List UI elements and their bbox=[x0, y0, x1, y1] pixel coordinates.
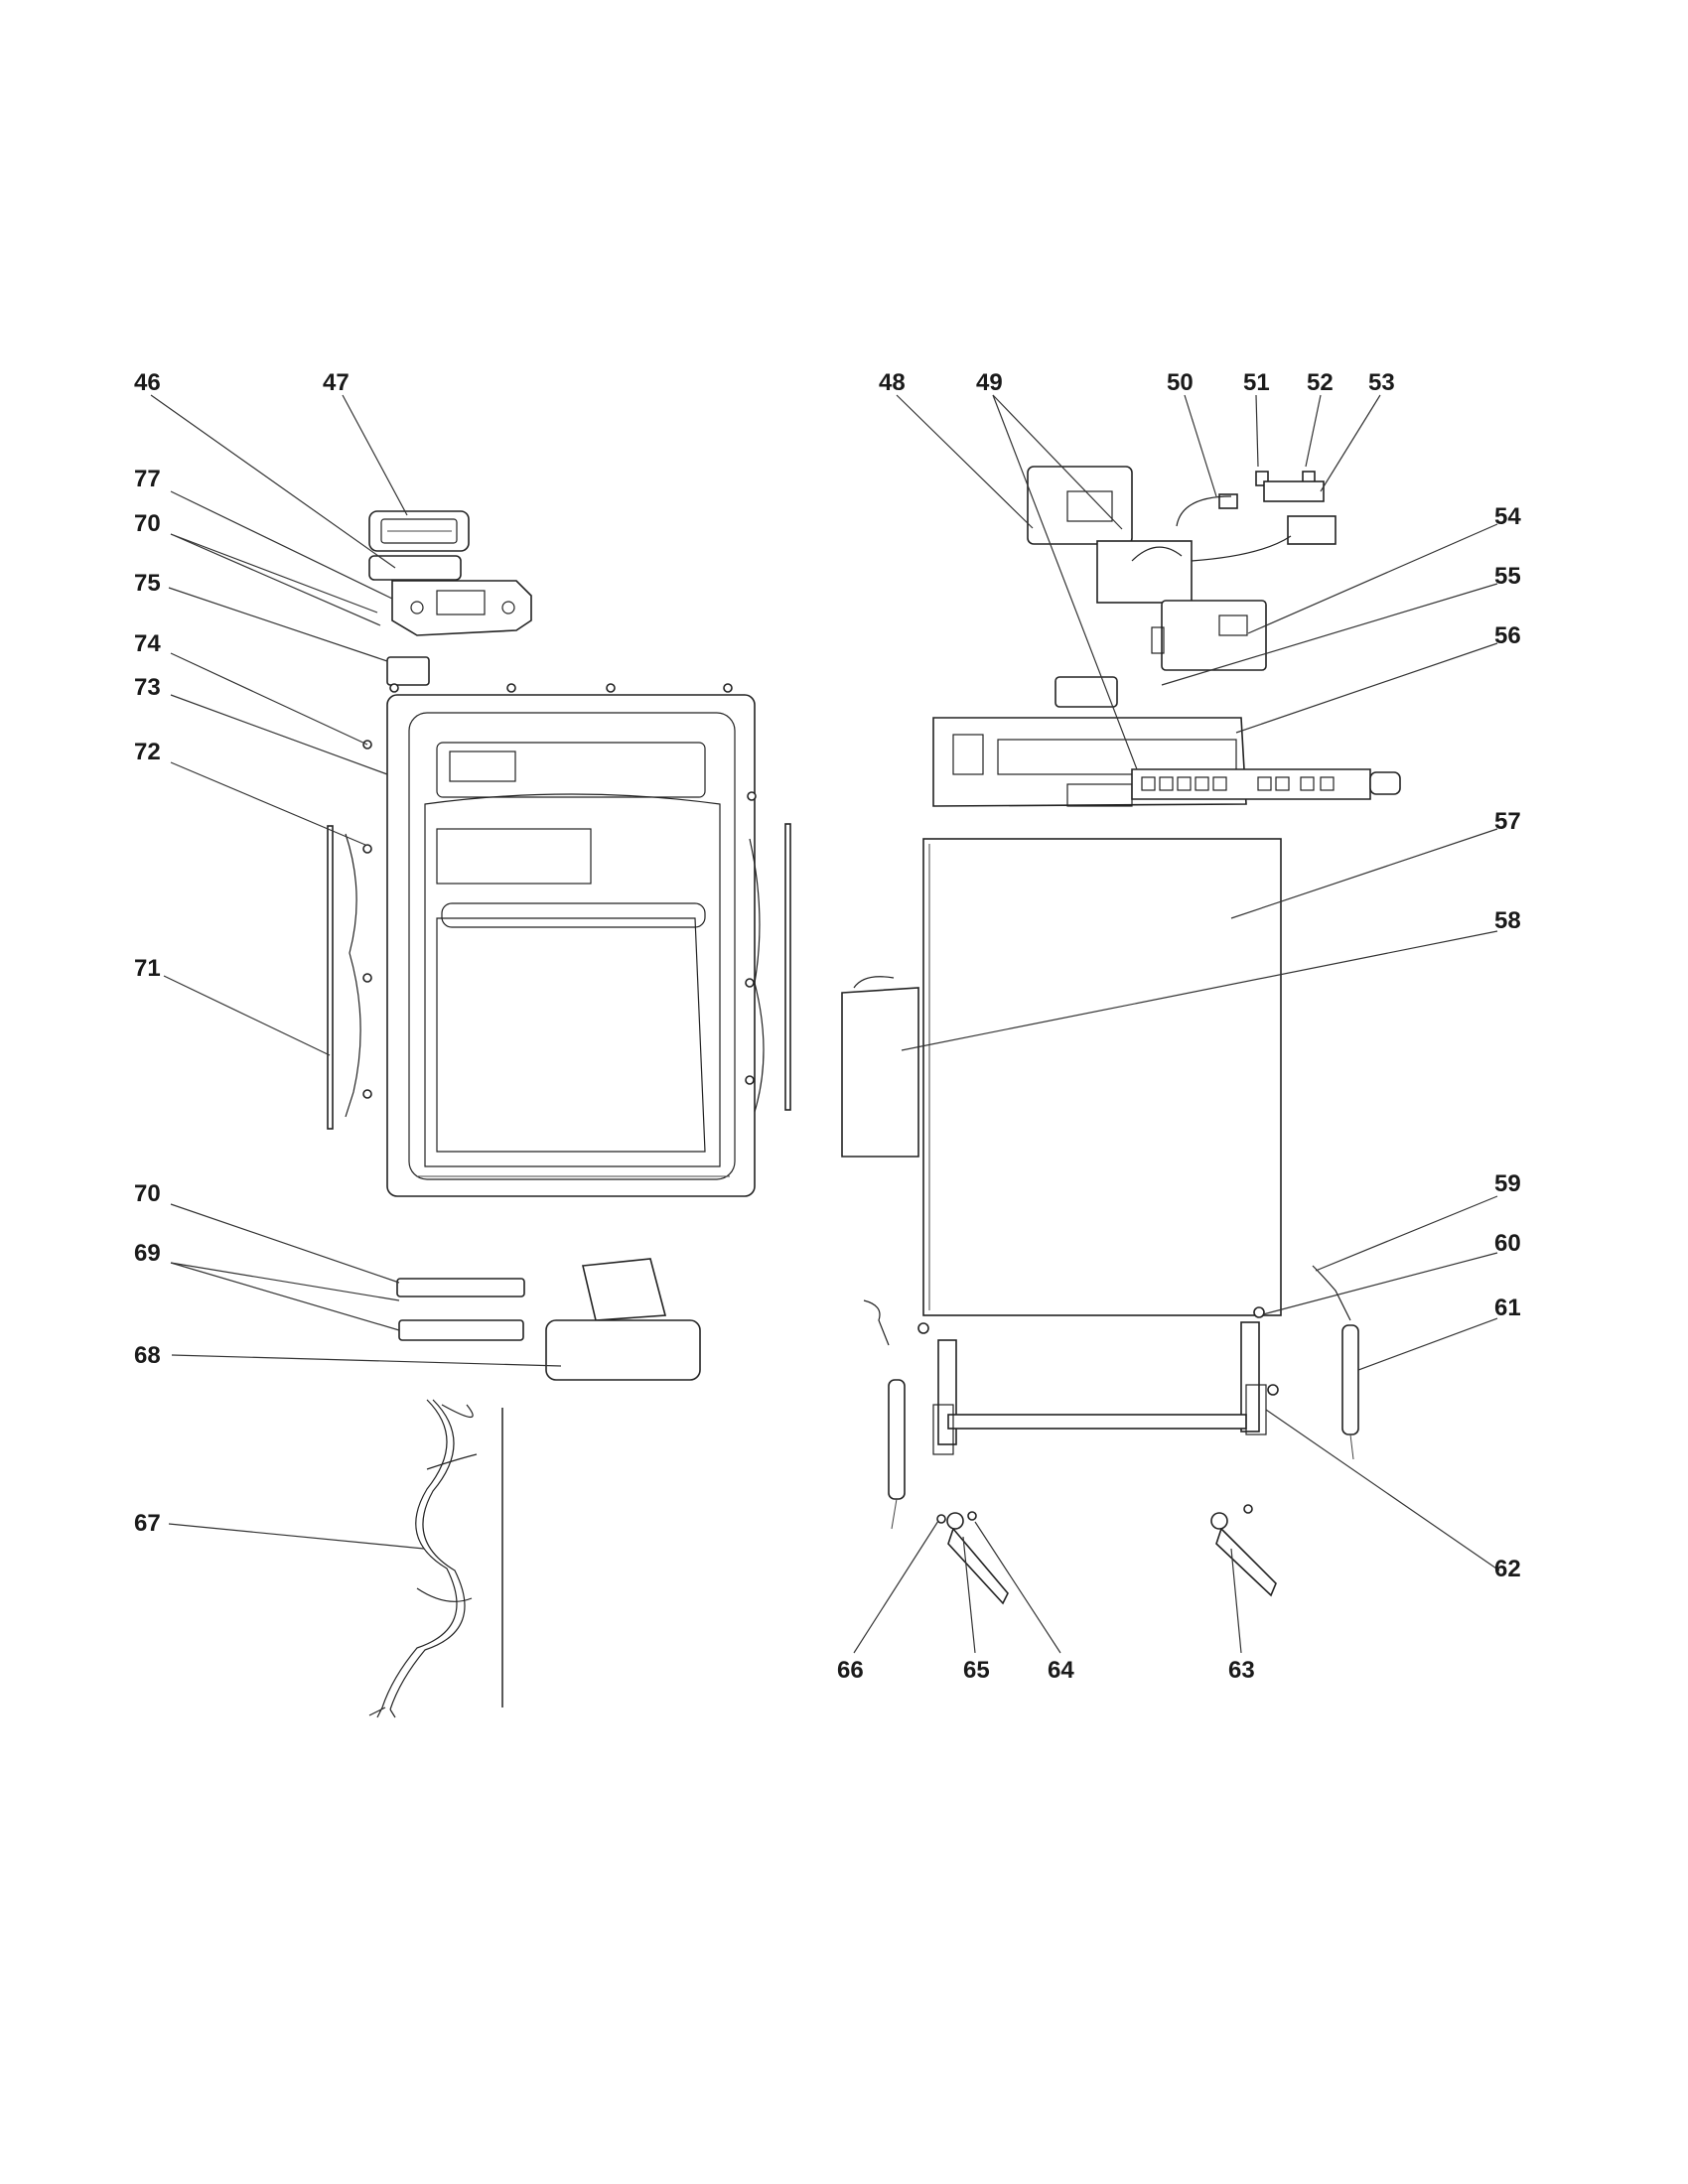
callout-73: 73 bbox=[134, 674, 161, 701]
part-71-side-trim-right bbox=[749, 823, 791, 1113]
part-71-side-trim-left bbox=[327, 825, 361, 1130]
part-47-vent-cover bbox=[368, 510, 470, 552]
part-74-screws bbox=[362, 683, 757, 1099]
part-73-inner-door-panel bbox=[386, 694, 756, 1197]
part-50-53-switch-assembly bbox=[1176, 471, 1336, 562]
part-55-bracket bbox=[1055, 676, 1118, 708]
part-77-gasket bbox=[368, 555, 462, 581]
callout-57: 57 bbox=[1494, 808, 1521, 835]
callout-71: 71 bbox=[134, 955, 161, 982]
callout-46: 46 bbox=[134, 369, 161, 396]
callout-labels: 46 47 77 70 75 74 73 72 71 70 69 68 67 4… bbox=[134, 369, 1521, 1684]
callout-70: 70 bbox=[134, 510, 161, 537]
callout-51: 51 bbox=[1243, 369, 1270, 396]
callout-53: 53 bbox=[1368, 369, 1395, 396]
callout-63: 63 bbox=[1228, 1657, 1255, 1684]
callout-55: 55 bbox=[1494, 563, 1521, 590]
part-67-wire-harness bbox=[368, 1399, 478, 1718]
part-60-64-66-fasteners bbox=[917, 1306, 1279, 1524]
leader-lines bbox=[150, 394, 1500, 1654]
part-69-70-bottom-brackets bbox=[396, 1278, 525, 1341]
callout-70-lower: 70 bbox=[134, 1180, 161, 1207]
part-56-control-panel bbox=[932, 717, 1401, 807]
callout-65: 65 bbox=[963, 1657, 990, 1684]
callout-54: 54 bbox=[1494, 503, 1521, 530]
callout-64: 64 bbox=[1048, 1657, 1074, 1684]
callout-50: 50 bbox=[1167, 369, 1194, 396]
part-68-control-housing bbox=[545, 1258, 701, 1381]
callout-48: 48 bbox=[879, 369, 906, 396]
part-63-65-hinge-arms bbox=[946, 1512, 1277, 1605]
callout-62: 62 bbox=[1494, 1556, 1521, 1582]
part-54-control-board bbox=[1151, 600, 1267, 671]
part-46-vent-assembly bbox=[391, 580, 532, 636]
callout-77: 77 bbox=[134, 466, 161, 492]
part-62-hinge-assembly bbox=[932, 1321, 1267, 1455]
part-58-insulation-block bbox=[841, 976, 919, 1158]
callout-49: 49 bbox=[976, 369, 1003, 396]
callout-56: 56 bbox=[1494, 622, 1521, 649]
callout-66: 66 bbox=[837, 1657, 864, 1684]
callout-72: 72 bbox=[134, 739, 161, 765]
callout-74: 74 bbox=[134, 630, 161, 657]
callout-47: 47 bbox=[323, 369, 350, 396]
callout-68: 68 bbox=[134, 1342, 161, 1369]
callout-59: 59 bbox=[1494, 1170, 1521, 1197]
callout-67: 67 bbox=[134, 1510, 161, 1537]
callout-75: 75 bbox=[134, 570, 161, 597]
part-59-61-springs bbox=[863, 1265, 1359, 1530]
callout-69: 69 bbox=[134, 1240, 161, 1267]
part-75-label bbox=[386, 656, 430, 686]
callout-60: 60 bbox=[1494, 1230, 1521, 1257]
callout-52: 52 bbox=[1307, 369, 1334, 396]
part-49-electronic-control bbox=[1027, 466, 1193, 604]
callout-58: 58 bbox=[1494, 907, 1521, 934]
part-57-outer-door-panel bbox=[922, 838, 1282, 1316]
callout-61: 61 bbox=[1494, 1295, 1521, 1321]
